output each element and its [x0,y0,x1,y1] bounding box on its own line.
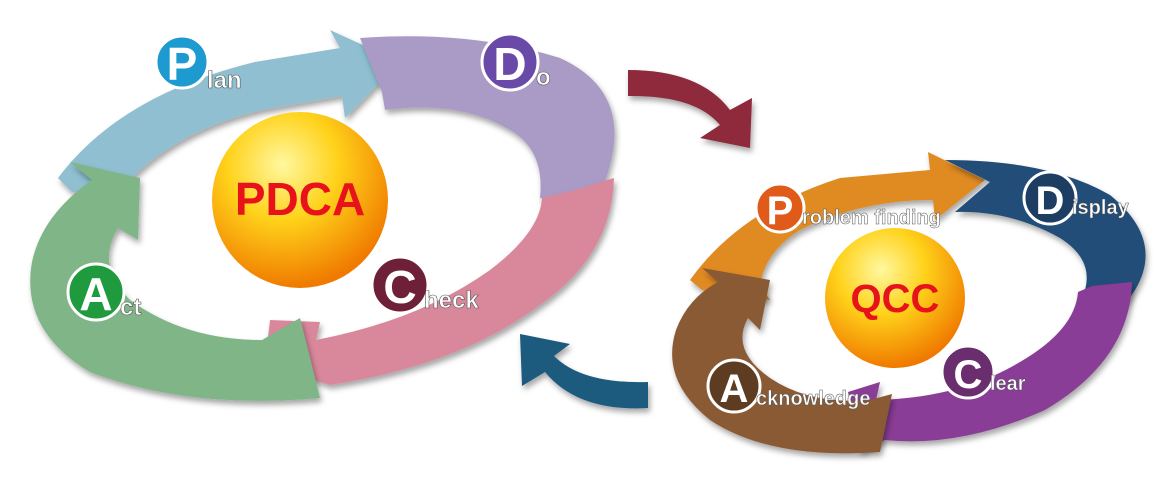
arrow-qcc-to-pdca [520,334,648,409]
pdca-plan-rest: lan [207,67,242,94]
pdca-check-rest: heck [424,287,479,314]
qcc-clear-badge: C lear [940,344,1026,400]
pdca-plan-initial: P [167,38,198,90]
pdca-check-badge: C heck [370,255,480,315]
pdca-do-badge: D o [480,32,551,92]
qcc-clear-segment [848,282,1132,452]
arrow-pdca-to-qcc [628,70,752,148]
pdca-act-initial: A [79,268,112,320]
qcc-problem-finding-segment [690,152,985,300]
pdca-cycle: PDCA P lan D o C heck A ct [30,30,615,401]
pdca-do-initial: D [493,38,526,90]
qcc-acknowledge-rest: cknowledge [756,388,870,410]
qcc-problem-finding-badge: P roblem finding [754,182,941,234]
pdca-plan-segment [58,30,400,196]
pdca-check-initial: C [383,261,416,313]
pdca-center-label: PDCA [235,173,365,225]
qcc-display-rest: isplay [1072,197,1130,219]
pdca-center-sphere [212,112,388,288]
qcc-cycle: QCC P roblem finding D isplay C lear A c… [672,152,1146,454]
qcc-acknowledge-initial: A [720,367,749,411]
qcc-center-sphere [825,228,965,368]
pdca-act-segment [30,162,321,401]
pdca-act-rest: ct [120,294,141,321]
pdca-do-rest: o [536,64,551,91]
qcc-display-initial: D [1036,179,1065,223]
pdca-do-segment [360,36,615,202]
qcc-clear-initial: C [954,353,983,397]
pdca-check-segment [262,178,614,390]
qcc-center-label: QCC [851,277,940,321]
qcc-display-badge: D isplay [1022,170,1130,226]
qcc-display-segment [945,160,1146,305]
qcc-acknowledge-badge: A cknowledge [706,358,871,414]
qcc-clear-rest: lear [990,373,1026,395]
qcc-problem-finding-rest: roblem finding [802,207,941,229]
qcc-problem-finding-initial: P [767,189,794,233]
pdca-plan-badge: P lan [154,34,242,94]
pdca-act-badge: A ct [66,262,142,322]
